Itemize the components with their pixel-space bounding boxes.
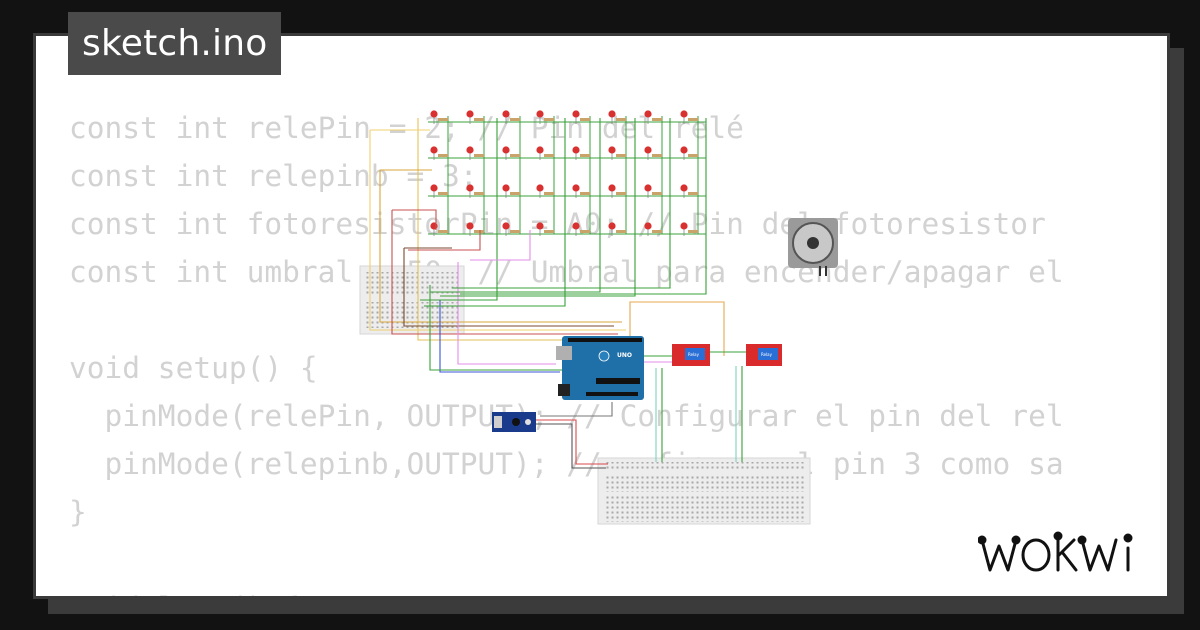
resistor xyxy=(510,154,520,157)
resistor xyxy=(616,230,626,233)
led xyxy=(430,184,438,192)
resistor xyxy=(438,154,448,157)
led xyxy=(536,184,544,192)
resistor xyxy=(688,154,698,157)
resistor xyxy=(580,192,590,195)
breadboard-large xyxy=(597,457,811,525)
led xyxy=(644,110,652,118)
arduino-uno-board: UNO xyxy=(556,336,644,400)
led xyxy=(502,146,510,154)
led xyxy=(502,222,510,230)
arduino-label: UNO xyxy=(617,352,632,359)
resistor xyxy=(438,192,448,195)
wires xyxy=(369,118,746,469)
resistor xyxy=(544,192,554,195)
buzzer xyxy=(788,218,838,276)
resistor xyxy=(652,192,662,195)
code-line: } xyxy=(69,495,87,529)
led xyxy=(572,184,580,192)
led xyxy=(680,222,688,230)
led xyxy=(644,146,652,154)
resistor xyxy=(544,118,554,121)
led xyxy=(608,110,616,118)
resistor xyxy=(688,230,698,233)
resistor xyxy=(652,230,662,233)
led xyxy=(430,110,438,118)
resistor xyxy=(474,230,484,233)
led xyxy=(572,222,580,230)
resistor xyxy=(580,118,590,121)
led xyxy=(430,146,438,154)
resistor xyxy=(652,118,662,121)
code-line: void loop() { xyxy=(69,584,1064,596)
resistor xyxy=(510,118,520,121)
code-line: const int relePin = 2; // Pin del relé xyxy=(69,111,744,145)
led xyxy=(572,110,580,118)
filename-title: sketch.ino xyxy=(68,12,282,75)
led xyxy=(502,184,510,192)
resistor xyxy=(438,118,448,121)
relay-module-2: Relay xyxy=(746,344,782,366)
resistor xyxy=(616,192,626,195)
led xyxy=(466,146,474,154)
resistor xyxy=(438,230,448,233)
code-line: void setup() { xyxy=(69,351,318,385)
resistor xyxy=(616,154,626,157)
relay-label: Relay xyxy=(688,352,700,357)
preview-card: const int relePin = 2; // Pin del relé co… xyxy=(33,33,1170,599)
led-matrix xyxy=(428,110,706,236)
resistor xyxy=(688,192,698,195)
resistor xyxy=(474,154,484,157)
led xyxy=(608,184,616,192)
led xyxy=(680,184,688,192)
led xyxy=(680,110,688,118)
led xyxy=(572,146,580,154)
led xyxy=(466,110,474,118)
resistor xyxy=(544,154,554,157)
resistor xyxy=(510,230,520,233)
resistor xyxy=(580,230,590,233)
led xyxy=(644,184,652,192)
led xyxy=(608,222,616,230)
resistor xyxy=(510,192,520,195)
led xyxy=(536,222,544,230)
resistor xyxy=(580,154,590,157)
relay-label: Relay xyxy=(761,352,773,357)
led xyxy=(608,146,616,154)
led xyxy=(466,222,474,230)
code-line: const int relepinb = 3; xyxy=(69,159,478,193)
led xyxy=(466,184,474,192)
led xyxy=(536,146,544,154)
resistor xyxy=(474,118,484,121)
resistor xyxy=(474,192,484,195)
led xyxy=(680,146,688,154)
led xyxy=(644,222,652,230)
photoresistor-module xyxy=(492,412,536,432)
resistor xyxy=(652,154,662,157)
led xyxy=(536,110,544,118)
code-line: pinMode(relePin, OUTPUT); // Configurar … xyxy=(69,399,1064,433)
wokwi-logo xyxy=(978,531,1133,572)
relay-module-1: Relay xyxy=(672,344,710,366)
resistor xyxy=(688,118,698,121)
led xyxy=(502,110,510,118)
resistor xyxy=(616,118,626,121)
resistor xyxy=(544,230,554,233)
